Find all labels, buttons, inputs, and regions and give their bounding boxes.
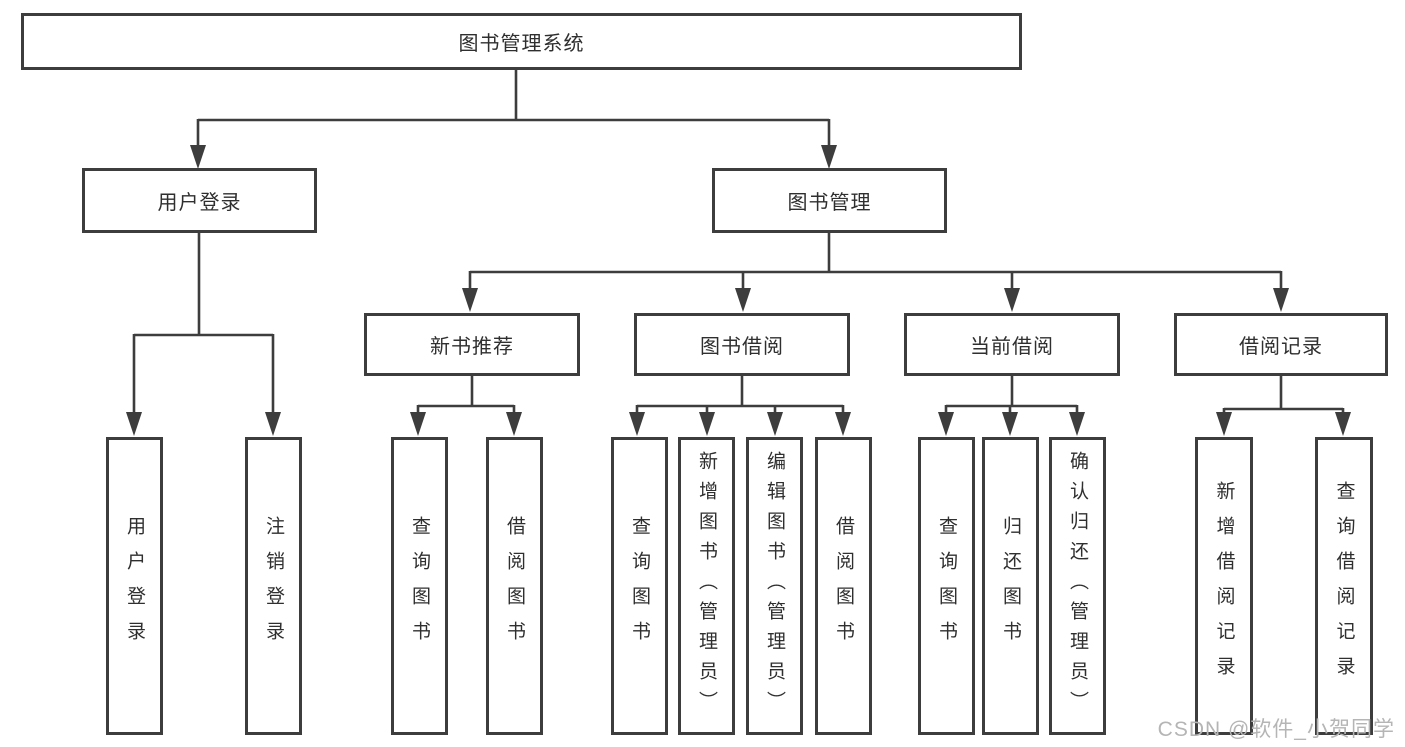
leaf-newbook-query-label: 查询图书 <box>409 516 430 656</box>
node-current-borrow: 当前借阅 <box>904 313 1120 376</box>
leaf-borrow-add: 新增图书（管理员） <box>678 437 735 735</box>
leaf-user-login-label: 用户登录 <box>124 516 145 656</box>
leaf-record-query-label: 查询借阅记录 <box>1333 481 1355 691</box>
leaf-current-query-label: 查询图书 <box>936 516 957 656</box>
node-new-book-recommend: 新书推荐 <box>364 313 580 376</box>
leaf-newbook-borrow-label: 借阅图书 <box>504 516 525 656</box>
leaf-borrow-add-label: 新增图书（管理员） <box>696 451 717 721</box>
leaf-borrow-book-label: 借阅图书 <box>833 516 854 656</box>
leaf-logout: 注销登录 <box>245 437 302 735</box>
leaf-newbook-borrow: 借阅图书 <box>486 437 543 735</box>
leaf-borrow-edit: 编辑图书（管理员） <box>746 437 803 735</box>
leaf-borrow-book: 借阅图书 <box>815 437 872 735</box>
leaf-record-query: 查询借阅记录 <box>1315 437 1373 735</box>
leaf-current-return-label: 归还图书 <box>1000 516 1021 656</box>
leaf-current-confirm: 确认归还（管理员） <box>1049 437 1106 735</box>
node-borrow-records: 借阅记录 <box>1174 313 1388 376</box>
node-book-borrow: 图书借阅 <box>634 313 850 376</box>
node-user-login: 用户登录 <box>82 168 317 233</box>
leaf-record-add-label: 新增借阅记录 <box>1213 481 1235 691</box>
leaf-borrow-query-label: 查询图书 <box>629 516 650 656</box>
watermark: CSDN @软件_小贺同学 <box>1157 718 1395 741</box>
leaf-current-confirm-label: 确认归还（管理员） <box>1067 451 1088 721</box>
leaf-logout-label: 注销登录 <box>263 516 284 656</box>
leaf-current-query: 查询图书 <box>918 437 975 735</box>
leaf-borrow-query: 查询图书 <box>611 437 668 735</box>
node-root: 图书管理系统 <box>21 13 1022 70</box>
leaf-user-login: 用户登录 <box>106 437 163 735</box>
leaf-borrow-edit-label: 编辑图书（管理员） <box>764 451 785 721</box>
leaf-current-return: 归还图书 <box>982 437 1039 735</box>
leaf-record-add: 新增借阅记录 <box>1195 437 1253 735</box>
leaf-newbook-query: 查询图书 <box>391 437 448 735</box>
node-book-management: 图书管理 <box>712 168 947 233</box>
